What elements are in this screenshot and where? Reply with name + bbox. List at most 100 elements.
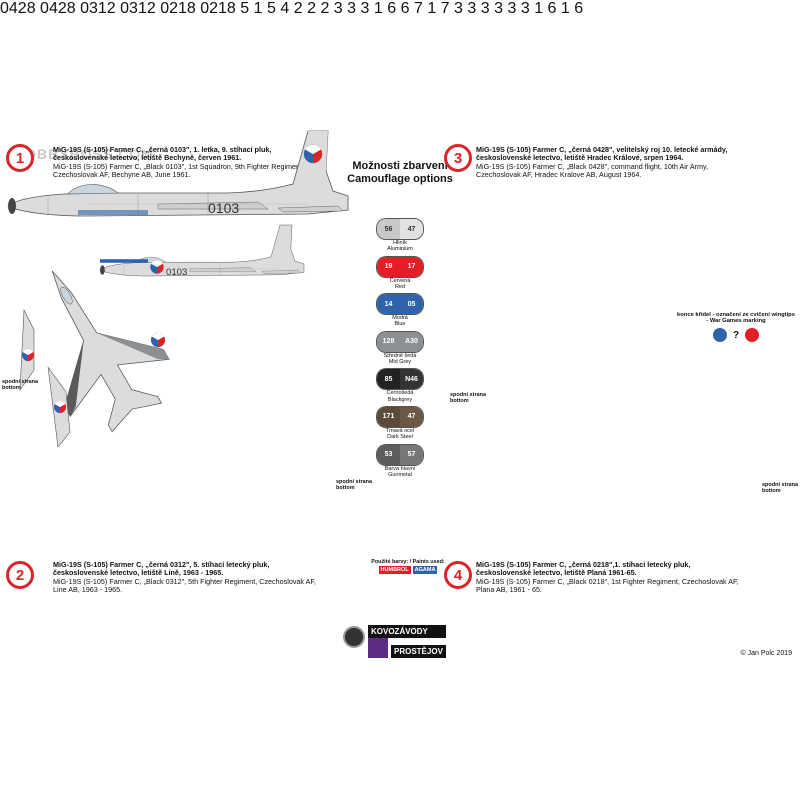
swatch-name-en: Blue [394,321,406,328]
swatch-name-cz: Středně šedá [383,352,417,359]
profile-1-badge: 1 [6,144,34,172]
credit: © Jan Polc 2019 [740,650,792,657]
profile-4-serial: 0218 [200,0,236,17]
swatch-code-agama: 47 [400,406,423,427]
swatch-code-agama: 05 [400,294,423,315]
swatch-code-humbrol: 85 [377,369,400,390]
swatch-name-en: Dark Steel [387,434,413,441]
paints-used-label: Použité barvy: / Paints used: [371,559,445,565]
wingtips-legend: konce křídel - označení ze cvičení wingt… [676,312,796,343]
profile-1-plan-upper [2,242,187,447]
swatch-name-cz: Barva hlavní [384,465,416,472]
swatch-code-agama: 57 [400,444,423,465]
page-title: Možnosti zbarvení Camouflage options [335,160,465,186]
profile-4-cz: MiG-19S (S-105) Farmer C, „černá 0218",1… [476,560,691,578]
wingtips-question: ? [732,329,740,341]
profile-3-serial: 0428 [0,0,36,17]
profile-4-caption: MiG-19S (S-105) Farmer C, „černá 0218",1… [476,560,746,595]
swatch-name-en: Aluminium [387,246,413,253]
swatch-name-en: Mid Grey [388,359,412,366]
profile-1-side: 0103 [7,130,349,217]
swatch-name-en: Blackgrey [387,396,413,403]
brand-watermark: HOBBYBOSS.COM [14,146,154,162]
swatch-code-humbrol: 56 [377,219,400,239]
humbrol-logo: HUMBROL [378,566,411,574]
profile-1-wing-under-a [19,308,35,392]
swatch-name-cz: Tmavá ocel [385,427,415,434]
callouts: 5 1 5 4 2 2 2 3 3 3 1 6 6 7 1 7 3 3 3 3 … [240,0,584,17]
logo-top: KOVOZÁVODY [368,625,446,638]
profile-4-en: MiG-19S (S-105) Farmer C, „Black 0218", … [476,576,739,595]
profile-3-side: 0428 [0,0,40,17]
swatch-code-humbrol: 19 [377,256,400,277]
profile-2-side: 0312 [120,0,160,17]
profile-2-badge: 2 [6,561,34,589]
profile-4-badge: 4 [444,561,472,589]
swatch-code-humbrol: 14 [377,294,400,315]
swatch-code-agama: 17 [400,256,423,277]
profile-4-side: 0218 [200,0,240,17]
swatch-name-en: Gunmetal [388,471,412,478]
swatch-code-humbrol: 53 [377,444,400,465]
swatch-code-agama: 47 [400,219,423,239]
title-cz: Možnosti zbarvení [352,160,448,172]
profile-1-caption: MiG-19S (S-105) Farmer C, „černá 0103", … [53,145,323,180]
agama-logo: AGAMA [412,566,438,574]
swatch-name-en: Red [394,283,406,290]
svg-text:0103: 0103 [166,267,187,278]
profile-1-cz: MiG-19S (S-105) Farmer C, „černá 0103", … [53,145,272,163]
logo-bottom: PROSTĚJOV [391,645,446,658]
logo-mark-icon [368,638,388,658]
profile-2-en: MiG-19S (S-105) Farmer C, „Black 0312", … [53,576,316,595]
blue-dot-icon [712,328,727,343]
swatch-name-cz: Hliník [393,240,407,246]
profile-2-cz: MiG-19S (S-105) Farmer C, „černá 0312", … [53,560,270,578]
profile-3-badge: 3 [444,144,472,172]
profile-2-serial: 0312 [120,0,156,17]
profile-2-caption: MiG-19S (S-105) Farmer C, „černá 0312", … [53,560,323,595]
paints-used: Použité barvy: / Paints used: HUMBROL AG… [368,559,448,574]
profile-1-small-side: 0103 [99,224,305,278]
swatch-code-agama: N46 [400,369,423,390]
swatch-name-cz: Černošedá [386,390,414,397]
profile-3-cz: MiG-19S (S-105) Farmer C, „černá 0428", … [476,145,728,163]
profile-4-small-side: 0218 [160,0,196,17]
profile-1-serial: 0103 [208,200,239,216]
profile-1-en: MiG-19S (S-105) Farmer C, „Black 0103", … [53,161,305,180]
kovozavody-logo: KOVOZÁVODY PROSTĚJOV [343,625,446,658]
swatch-name-cz: Červená [389,277,411,284]
swatch-code-humbrol: 171 [377,406,400,427]
swatch-code-humbrol: 128 [377,331,400,352]
profile-3-en: MiG-19S (S-105) Farmer C, „Black 0428", … [476,161,709,180]
red-dot-icon [745,328,760,343]
profile-3-small-side: 0428 [40,0,76,17]
wingtips-label: konce křídel - označení ze cvičení wingt… [677,312,795,325]
profile-1-wing-under-b [47,366,71,448]
emblem-icon [343,626,365,648]
profile-3-caption: MiG-19S (S-105) Farmer C, „černá 0428", … [476,145,746,180]
profile-2-small-side: 0312 [80,0,116,17]
swatch-code-agama: A30 [400,331,423,352]
swatch-name-cz: Modrá [392,315,408,322]
title-en: Camouflage options [347,173,453,185]
